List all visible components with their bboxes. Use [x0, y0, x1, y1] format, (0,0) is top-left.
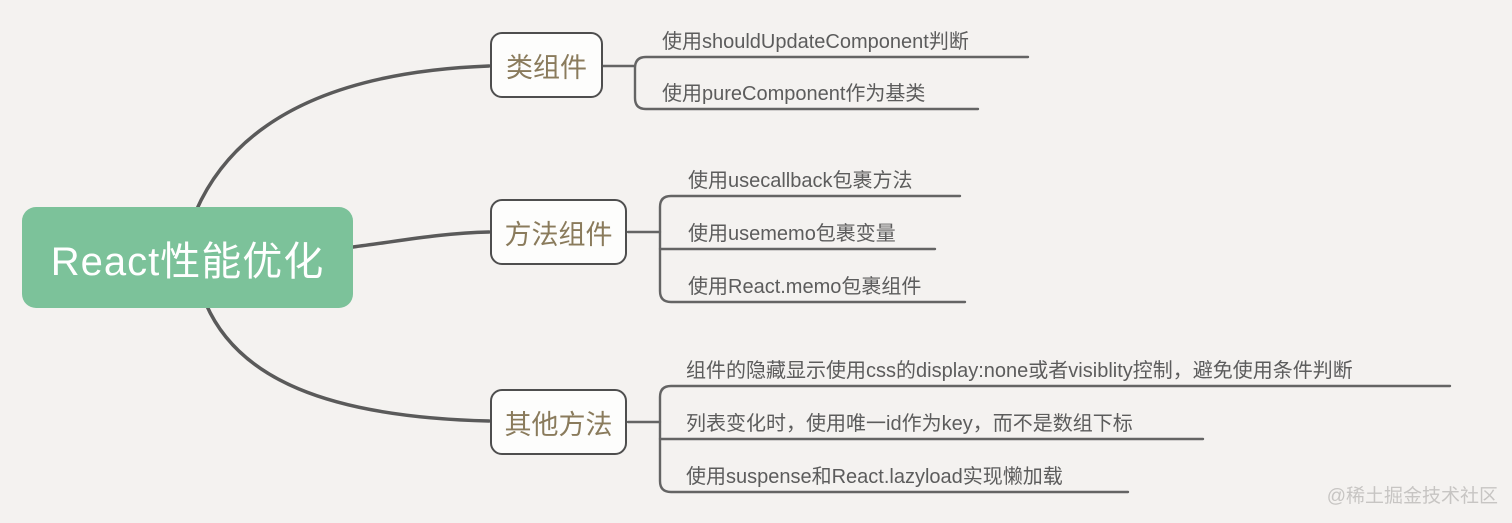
root-node[interactable]: React性能优化: [22, 207, 353, 308]
leaf-css-display-control[interactable]: 组件的隐藏显示使用css的display:none或者visiblity控制，避…: [686, 360, 1353, 382]
leaf-should-update-component[interactable]: 使用shouldUpdateComponent判断: [662, 31, 969, 53]
leaf-pure-component[interactable]: 使用pureComponent作为基类: [662, 83, 926, 105]
leaf-usecallback[interactable]: 使用usecallback包裹方法: [688, 170, 913, 192]
leaf-unique-id-key[interactable]: 列表变化时，使用唯一id作为key，而不是数组下标: [686, 413, 1133, 435]
leaf-usememo[interactable]: 使用usememo包裹变量: [688, 223, 896, 245]
branch-node-function-components[interactable]: 方法组件: [490, 199, 627, 265]
connector-root-to-class-components: [194, 64, 491, 213]
connector-root-to-other-methods: [204, 302, 491, 423]
bracket-class-components: [633, 55, 1030, 111]
branch-node-other-methods[interactable]: 其他方法: [490, 389, 627, 455]
watermark: @稀土掘金技术社区: [1326, 486, 1498, 507]
connector-root-to-function-components: [351, 230, 491, 249]
branch-node-class-components[interactable]: 类组件: [490, 32, 603, 98]
leaf-suspense-lazyload[interactable]: 使用suspense和React.lazyload实现懒加载: [686, 466, 1063, 488]
leaf-react-memo[interactable]: 使用React.memo包裹组件: [688, 276, 922, 298]
